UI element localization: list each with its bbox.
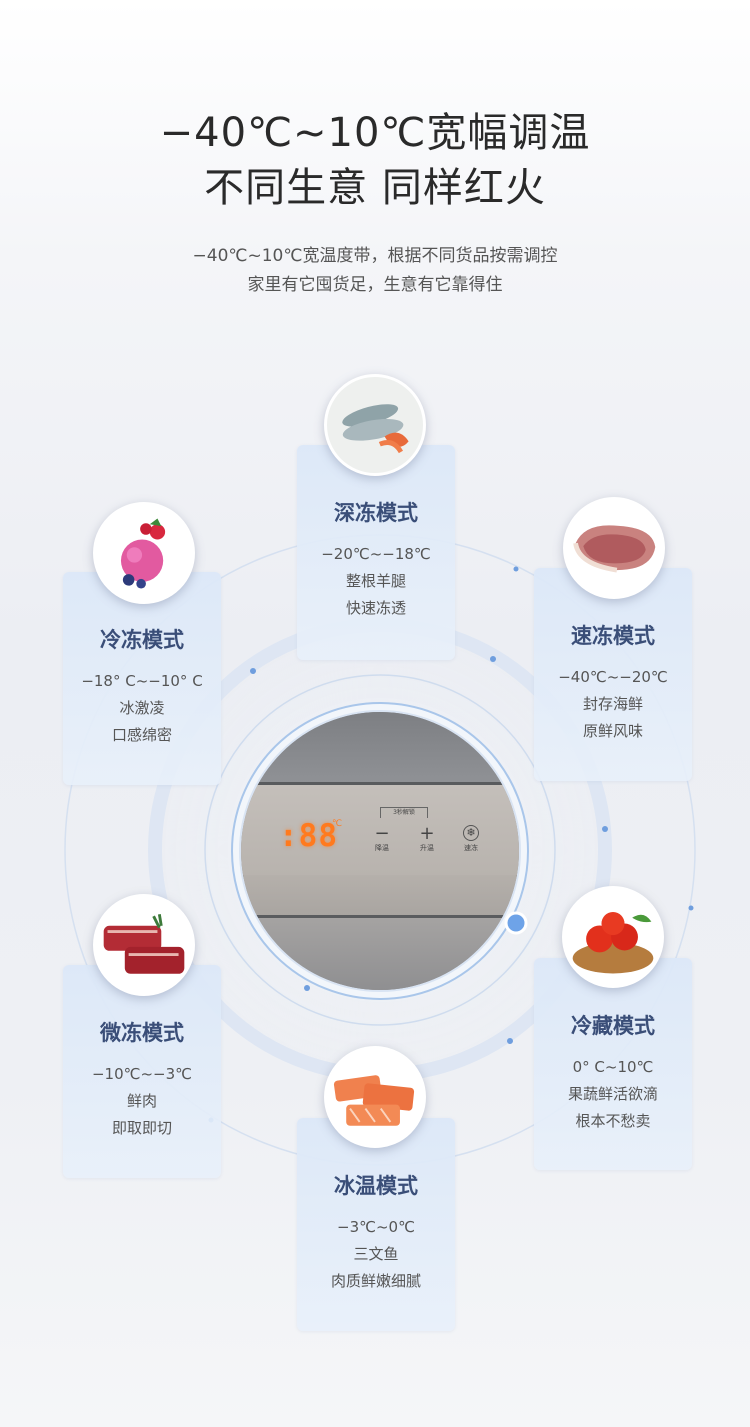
mode-card-micro-freeze: 微冻模式 −10℃~−3℃ 鲜肉 即取即切 (63, 965, 221, 1178)
mode-card-refrigerate: 冷藏模式 0° C~10℃ 果蔬鲜活欲滴 根本不愁卖 (534, 958, 692, 1170)
orbit-dot (250, 668, 256, 674)
mode-desc-1: 整根羊腿 (345, 572, 406, 590)
mode-desc-2: 根本不愁卖 (575, 1112, 651, 1130)
mode-desc-1: 冰激凌 (119, 699, 165, 717)
mode-range: 0° C~10℃ (572, 1058, 654, 1076)
mode-range: −10℃~−3℃ (91, 1065, 193, 1083)
orbit-dot (490, 656, 496, 662)
warm-up-label: 升温 (420, 844, 434, 852)
inner-ring (204, 674, 556, 1026)
orbit-dot (602, 826, 608, 832)
mode-desc-2: 原鲜风味 (582, 722, 643, 740)
minus-icon: − (374, 823, 390, 844)
mode-desc-2: 即取即切 (111, 1119, 172, 1137)
cool-down-button[interactable]: − 降温 (372, 825, 392, 853)
ice-cream-photo (93, 502, 195, 604)
panel-lower-strip (241, 875, 519, 918)
quick-freeze-label: 速冻 (464, 844, 478, 852)
mode-desc-2: 口感绵密 (111, 726, 172, 744)
mode-name: 速冻模式 (571, 624, 655, 648)
seafood-photo (324, 374, 426, 476)
lock-label: 3秒解锁 (380, 807, 428, 818)
salmon-photo (324, 1046, 426, 1148)
mode-desc-1: 封存海鲜 (582, 695, 643, 713)
mode-range: −18° C~−10° C (81, 672, 203, 690)
mode-desc-2: 肉质鲜嫩细腻 (330, 1272, 421, 1290)
temperature-display: :88 (279, 818, 338, 854)
subtitle-line-1: −40℃~10℃宽温度带，根据不同货品按需调控 (192, 246, 558, 266)
snowflake-icon: ❄ (463, 825, 479, 841)
mode-card-ice-temp: 冰温模式 −3℃~0℃ 三文鱼 肉质鲜嫩细腻 (297, 1118, 455, 1331)
mode-name: 深冻模式 (334, 501, 418, 525)
pork-chop-photo (563, 497, 665, 599)
temperature-unit: ℃ (332, 819, 343, 829)
mode-card-freeze: 冷冻模式 −18° C~−10° C 冰激凌 口感绵密 (63, 572, 221, 785)
control-panel: :88 ℃ 3秒解锁 − 降温 + 升温 ❄ 速冻 (241, 712, 519, 990)
orbit-dot (507, 1038, 513, 1044)
panel-bottom-trim (241, 918, 519, 990)
mode-name: 冷冻模式 (100, 628, 184, 652)
mode-name: 微冻模式 (100, 1021, 184, 1045)
beef-photo (93, 894, 195, 996)
panel-top-trim (241, 712, 519, 782)
warm-up-button[interactable]: + 升温 (417, 825, 437, 853)
title-line-1: −40℃~10℃宽幅调温 (159, 110, 591, 156)
mode-name: 冰温模式 (334, 1174, 418, 1198)
mode-range: −40℃~−20℃ (558, 668, 668, 686)
mode-desc-1: 鲜肉 (126, 1092, 157, 1110)
plus-icon: + (419, 823, 435, 844)
mode-name: 冷藏模式 (571, 1014, 655, 1038)
mode-card-quick-freeze: 速冻模式 −40℃~−20℃ 封存海鲜 原鲜风味 (534, 568, 692, 781)
quick-freeze-button[interactable]: ❄ 速冻 (461, 825, 481, 853)
subtitle-line-2: 家里有它囤货足，生意有它靠得住 (247, 275, 503, 295)
title-line-2: 不同生意 同样红火 (204, 165, 546, 211)
mode-card-deep-freeze: 深冻模式 −20℃~−18℃ 整根羊腿 快速冻透 (297, 445, 455, 660)
mode-desc-2: 快速冻透 (345, 599, 406, 617)
mode-desc-1: 三文鱼 (353, 1245, 399, 1263)
orbit-dot (688, 905, 694, 911)
mode-desc-1: 果蔬鲜活欲滴 (567, 1085, 658, 1103)
orbit-dot (513, 566, 519, 572)
cool-down-label: 降温 (375, 844, 389, 852)
tomato-photo (562, 886, 664, 988)
mode-range: −3℃~0℃ (337, 1218, 415, 1236)
mode-range: −20℃~−18℃ (321, 545, 431, 563)
